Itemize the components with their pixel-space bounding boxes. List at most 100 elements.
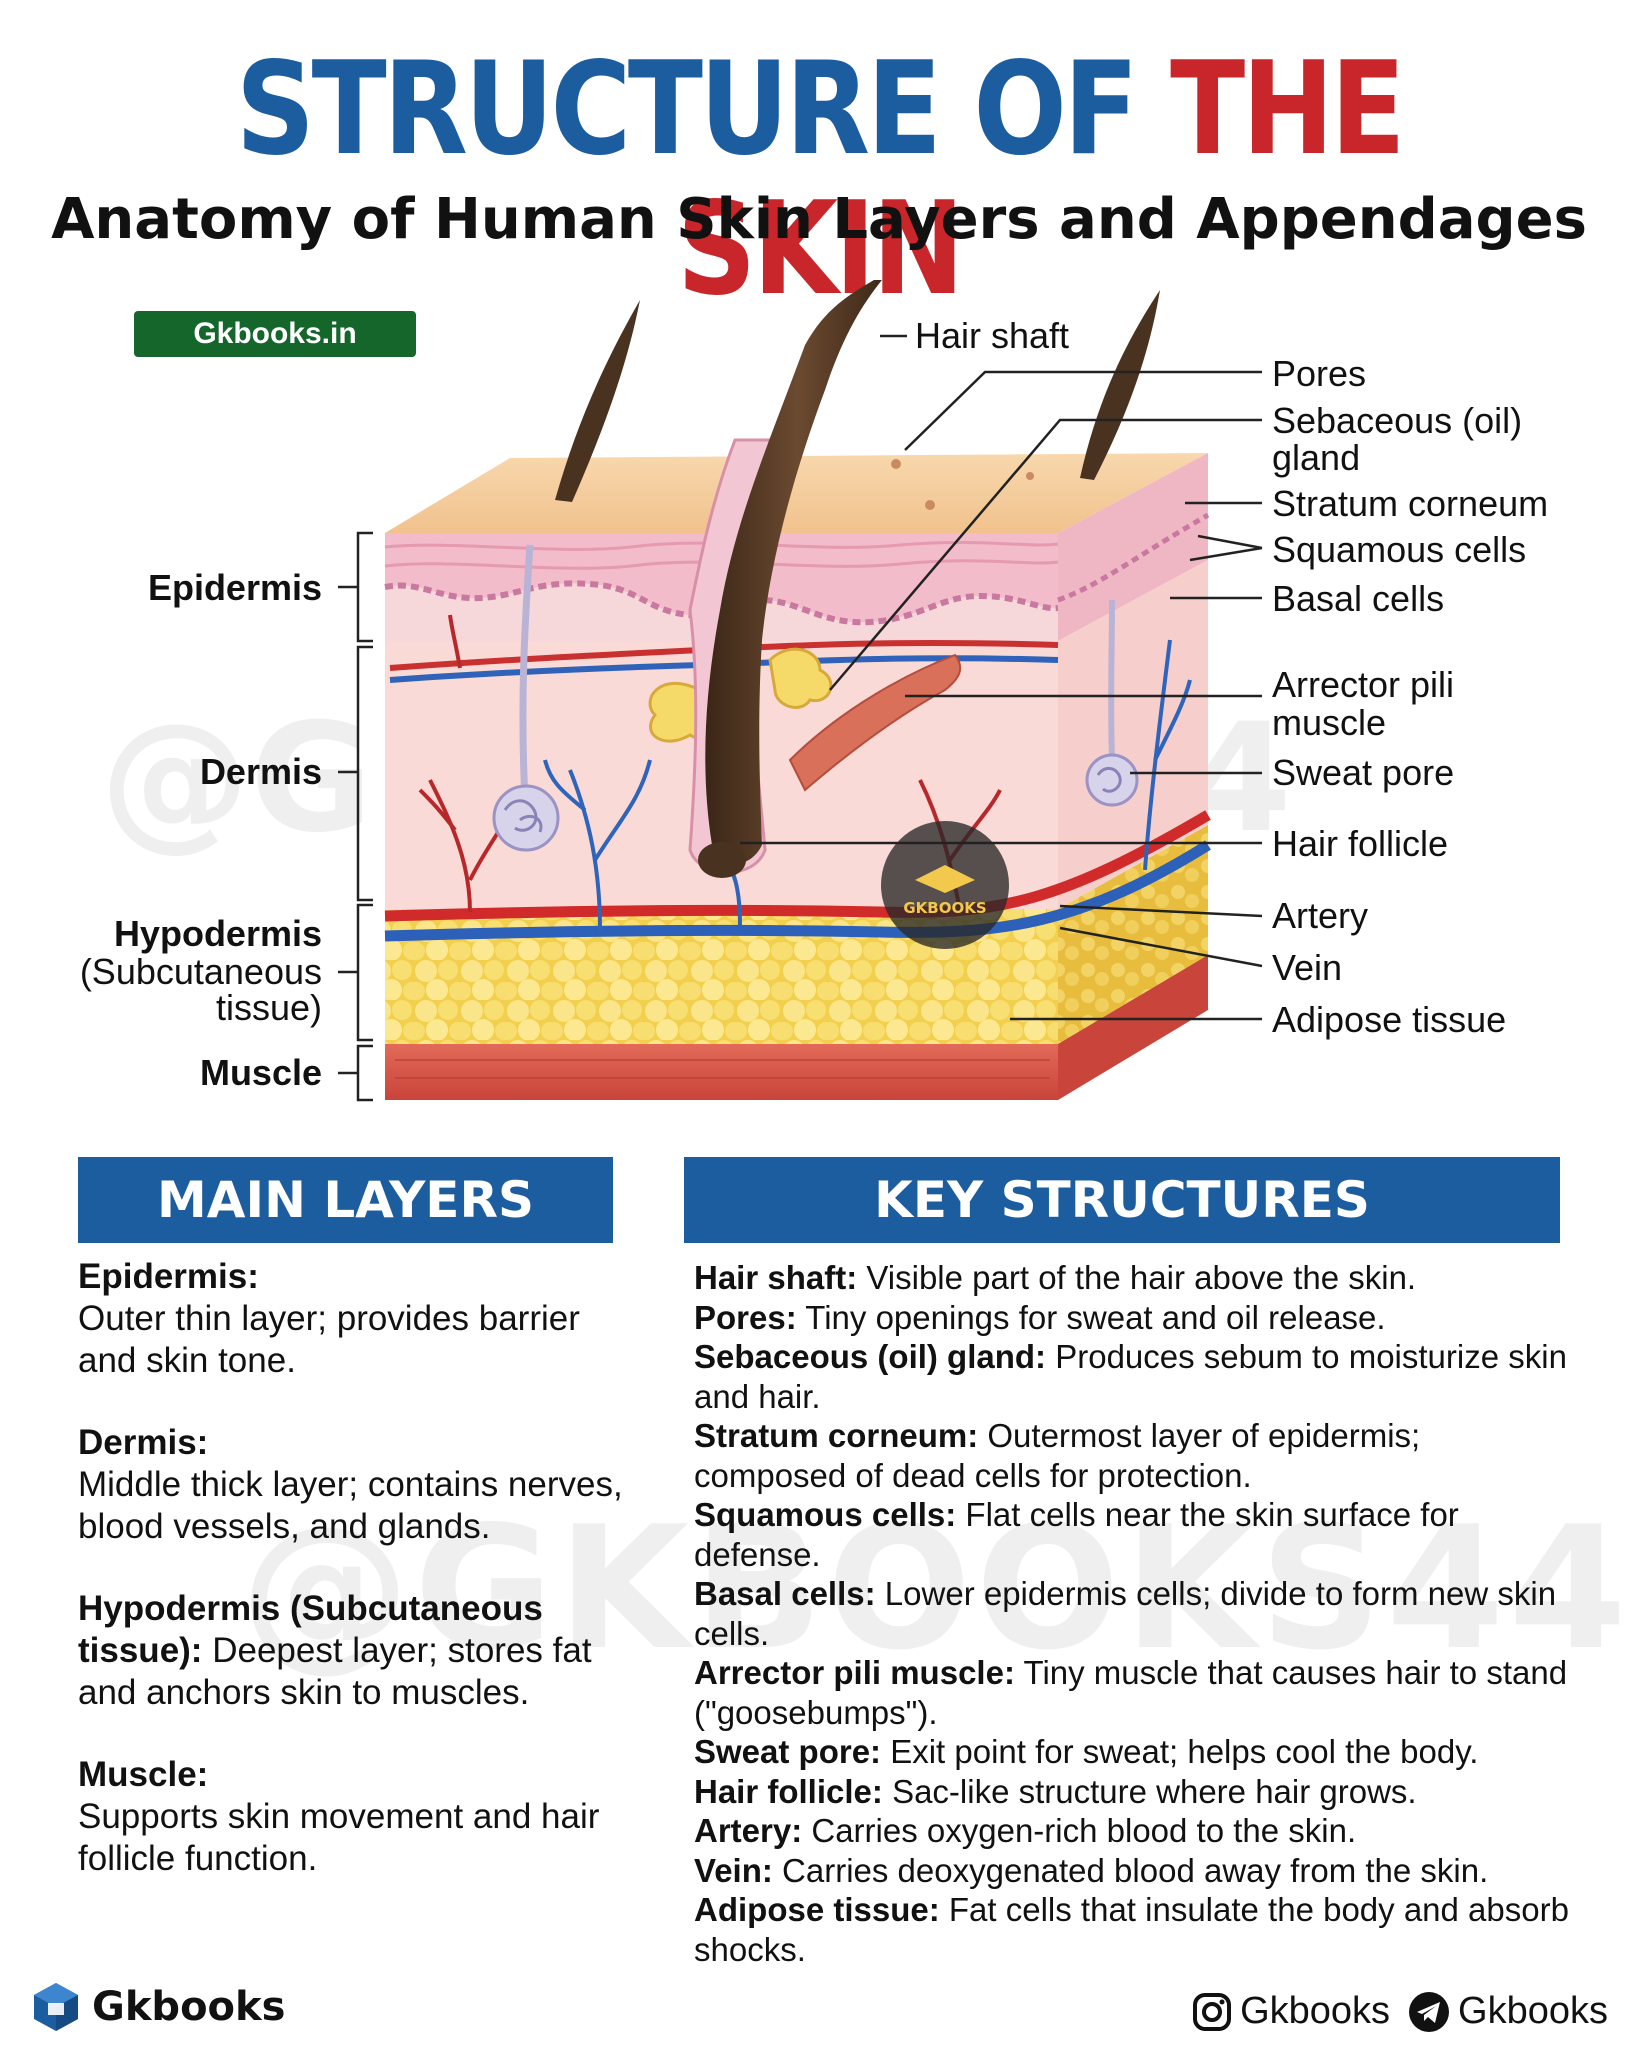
label-hypodermis-2: (Subcutaneous bbox=[80, 951, 322, 992]
structure-item: Basal cells: Lower epidermis cells; divi… bbox=[694, 1574, 1574, 1653]
sweat-gland-right bbox=[1085, 753, 1139, 807]
center-logo-text: GKBOOKS bbox=[903, 899, 986, 917]
page-title: STRUCTURE OF THE SKIN bbox=[115, 40, 1524, 320]
label-basal-cells: Basal cells bbox=[1272, 578, 1444, 619]
footer-social: Gkbooks Gkbooks bbox=[1192, 1990, 1608, 2033]
structure-name: Arrector pili muscle: bbox=[694, 1654, 1015, 1691]
structure-desc: Tiny openings for sweat and oil release. bbox=[805, 1298, 1386, 1336]
skin-diagram: @GKBOOKS44 bbox=[80, 280, 1548, 1102]
structure-desc: Produces sebum to moisturize skin and ha… bbox=[694, 1338, 1567, 1415]
label-hypodermis: Hypodermis bbox=[114, 913, 322, 954]
arrector-pili-muscle bbox=[788, 653, 962, 792]
instagram-link[interactable]: Gkbooks bbox=[1192, 1990, 1390, 2033]
structure-desc: Visible part of the hair above the skin. bbox=[866, 1259, 1417, 1296]
gkbooks-logo-icon bbox=[34, 1983, 78, 2031]
basal-layer bbox=[384, 580, 1059, 626]
layer-item: Dermis: Middle thick layer; contains ner… bbox=[78, 1422, 638, 1548]
structure-name: Pores: bbox=[694, 1298, 797, 1336]
layer-item: Hypodermis (Subcutaneous tissue): Deepes… bbox=[78, 1588, 638, 1714]
website-badge[interactable]: Gkbooks.in bbox=[134, 311, 416, 357]
structure-desc: Tiny muscle that causes hair to stand ("… bbox=[694, 1654, 1568, 1731]
structure-item: Squamous cells: Flat cells near the skin… bbox=[694, 1495, 1574, 1574]
label-hair-shaft: Hair shaft bbox=[915, 315, 1069, 356]
telegram-icon bbox=[1409, 1991, 1450, 2032]
structure-desc: Lower epidermis cells; divide to form ne… bbox=[694, 1575, 1557, 1652]
structure-item: Pores: Tiny openings for sweat and oil r… bbox=[694, 1298, 1574, 1338]
pore-dot bbox=[891, 459, 901, 469]
layer-name: Dermis: bbox=[78, 1423, 209, 1462]
hair-left bbox=[555, 300, 640, 502]
sweat-gland-left bbox=[492, 784, 560, 852]
label-artery: Artery bbox=[1272, 895, 1368, 936]
structure-name: Squamous cells: bbox=[694, 1496, 957, 1533]
footer-brand[interactable]: Gkbooks bbox=[28, 1982, 285, 2032]
structure-item: Hair shaft: Visible part of the hair abo… bbox=[694, 1258, 1574, 1298]
structure-name: Stratum corneum: bbox=[694, 1417, 979, 1454]
layer-desc: Deepest layer; stores fat and anchors sk… bbox=[78, 1631, 592, 1712]
label-arrector-1: Arrector pili bbox=[1272, 664, 1454, 705]
structure-desc: Carries oxygen-rich blood to the skin. bbox=[811, 1812, 1357, 1849]
label-sweat-pore: Sweat pore bbox=[1272, 752, 1454, 793]
layer-name: Muscle: bbox=[78, 1755, 209, 1794]
layer-item: Muscle: Supports skin movement and hair … bbox=[78, 1754, 638, 1880]
structure-desc: Fat cells that insulate the body and abs… bbox=[694, 1891, 1569, 1968]
structure-desc: Outermost layer of epidermis; composed o… bbox=[694, 1417, 1421, 1494]
structure-item: Artery: Carries oxygen-rich blood to the… bbox=[694, 1811, 1574, 1851]
structure-desc: Sac-like structure where hair grows. bbox=[892, 1772, 1417, 1810]
artery-vessel bbox=[384, 810, 1211, 922]
page-subtitle: Anatomy of Human Skin Layers and Appenda… bbox=[51, 187, 1587, 252]
structure-name: Sebaceous (oil) gland: bbox=[694, 1338, 1047, 1375]
label-stratum-corneum: Stratum corneum bbox=[1272, 483, 1548, 524]
structure-name: Basal cells: bbox=[694, 1575, 876, 1612]
structure-desc: Carries deoxygenated blood away from the… bbox=[782, 1851, 1489, 1889]
layer-name: Hypodermis (Subcutaneous tissue): bbox=[78, 1589, 543, 1670]
skin-surface bbox=[385, 453, 1208, 533]
structure-name: Hair shaft: bbox=[694, 1259, 858, 1296]
telegram-link[interactable]: Gkbooks bbox=[1408, 1990, 1608, 2033]
structure-item: Sweat pore: Exit point for sweat; helps … bbox=[694, 1732, 1574, 1772]
instagram-icon bbox=[1193, 1992, 1232, 2031]
label-squamous-cells: Squamous cells bbox=[1272, 529, 1526, 570]
label-sebaceous-2: gland bbox=[1272, 437, 1360, 478]
layer-desc: Middle thick layer; contains nerves, blo… bbox=[78, 1465, 623, 1546]
gkbooks-center-logo: GKBOOKS bbox=[881, 821, 1009, 949]
label-pores: Pores bbox=[1272, 353, 1366, 394]
structure-item: Stratum corneum: Outermost layer of epid… bbox=[694, 1416, 1574, 1495]
title-part-2: THE SKIN bbox=[677, 35, 1406, 324]
structure-name: Adipose tissue: bbox=[694, 1891, 940, 1928]
label-hair-follicle: Hair follicle bbox=[1272, 823, 1448, 864]
label-adipose-tissue: Adipose tissue bbox=[1272, 999, 1506, 1040]
structure-name: Vein: bbox=[694, 1851, 773, 1889]
layer-name: Epidermis: bbox=[78, 1257, 259, 1296]
pore-dot bbox=[925, 500, 935, 510]
footer-brand-name: Gkbooks bbox=[92, 1984, 286, 2030]
label-sebaceous-1: Sebaceous (oil) bbox=[1272, 400, 1522, 441]
label-hypodermis-3: tissue) bbox=[216, 987, 322, 1028]
structure-item: Arrector pili muscle: Tiny muscle that c… bbox=[694, 1653, 1574, 1732]
label-muscle: Muscle bbox=[200, 1052, 322, 1093]
instagram-handle: Gkbooks bbox=[1240, 1990, 1391, 2032]
main-layers-header: MAIN LAYERS bbox=[78, 1157, 613, 1243]
layer-desc: Supports skin movement and hair follicle… bbox=[78, 1797, 600, 1878]
adipose-side bbox=[1058, 825, 1208, 1044]
structure-item: Adipose tissue: Fat cells that insulate … bbox=[694, 1890, 1574, 1969]
structure-name: Sweat pore: bbox=[694, 1733, 882, 1770]
structure-name: Hair follicle: bbox=[694, 1772, 883, 1810]
pore-dot bbox=[1026, 472, 1034, 480]
structure-name: Artery: bbox=[694, 1812, 803, 1849]
structure-desc: Flat cells near the skin surface for def… bbox=[694, 1496, 1459, 1573]
structure-item: Hair follicle: Sac-like structure where … bbox=[694, 1772, 1574, 1812]
main-layers-list: Epidermis: Outer thin layer; provides ba… bbox=[78, 1256, 638, 1920]
muscle-front bbox=[385, 1044, 1058, 1100]
layer-item: Epidermis: Outer thin layer; provides ba… bbox=[78, 1256, 638, 1382]
structure-item: Vein: Carries deoxygenated blood away fr… bbox=[694, 1851, 1574, 1891]
muscle-side bbox=[1058, 955, 1208, 1100]
structure-desc: Exit point for sweat; helps cool the bod… bbox=[890, 1733, 1479, 1770]
label-vein: Vein bbox=[1272, 947, 1342, 988]
key-structures-list: Hair shaft: Visible part of the hair abo… bbox=[694, 1258, 1574, 1969]
title-part-1: STRUCTURE OF bbox=[235, 35, 1139, 184]
telegram-handle: Gkbooks bbox=[1458, 1990, 1608, 2032]
hair-shaft bbox=[705, 280, 882, 864]
vein-vessel bbox=[384, 840, 1211, 942]
label-epidermis: Epidermis bbox=[148, 567, 322, 608]
